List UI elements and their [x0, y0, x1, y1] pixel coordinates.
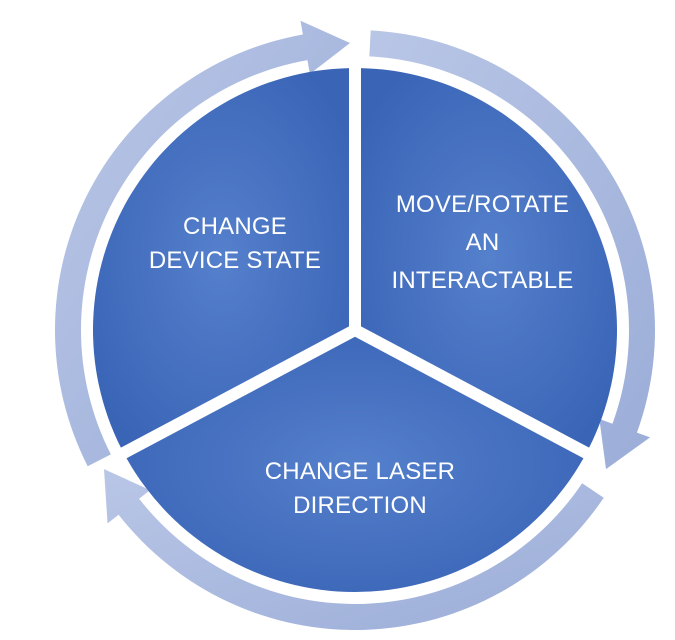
label-line: DEVICE STATE [148, 247, 322, 274]
segment-change-device-state [93, 68, 350, 448]
clockwise-arrow-top [55, 20, 350, 467]
label-line: CHANGE LASER [264, 458, 456, 485]
clockwise-arrow-right [369, 30, 655, 470]
clockwise-arrow-bottom [103, 469, 604, 630]
segment-label-move-rotate-interactable: MOVE/ROTATE AN INTERACTABLE [370, 186, 595, 300]
label-line: CHANGE [183, 213, 287, 240]
label-line: INTERACTABLE [391, 267, 574, 294]
pie-segments [93, 68, 617, 592]
label-line: DIRECTION [293, 492, 427, 519]
segment-change-laser-direction [126, 336, 584, 592]
segment-label-change-device-state: CHANGE DEVICE STATE [120, 210, 350, 278]
label-line: MOVE/ROTATE [395, 191, 570, 218]
segment-move-rotate-interactable [360, 68, 617, 448]
ring-arrows [55, 20, 655, 630]
label-line: AN [465, 229, 500, 256]
segment-label-change-laser-direction: CHANGE LASER DIRECTION [225, 455, 495, 523]
